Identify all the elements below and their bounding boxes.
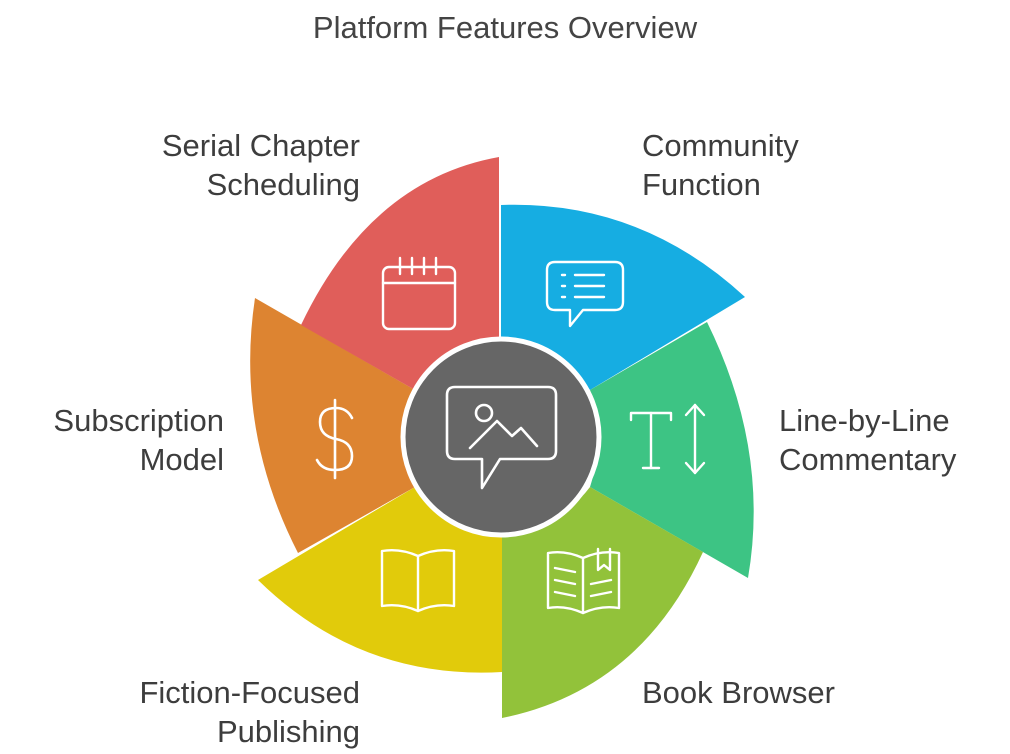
label-scheduling: Serial Chapter Scheduling bbox=[161, 128, 360, 202]
calendar-icon bbox=[381, 256, 457, 331]
dollar-icon bbox=[315, 398, 354, 480]
label-subscription: Subscription Model bbox=[53, 403, 224, 477]
label-publishing: Fiction-Focused Publishing bbox=[139, 675, 360, 749]
segment-publishing bbox=[258, 487, 502, 673]
open-book-icon bbox=[380, 548, 456, 613]
label-community: Community Function bbox=[642, 128, 799, 202]
label-commentary: Line-by-Line Commentary bbox=[779, 403, 957, 477]
bookmark-book-icon bbox=[546, 547, 621, 615]
center-hub bbox=[400, 336, 602, 538]
segment-subscription bbox=[250, 298, 415, 553]
text-resize-icon bbox=[629, 403, 706, 475]
diagram-title: Platform Features Overview bbox=[312, 10, 698, 45]
image-message-icon bbox=[445, 385, 558, 490]
label-browser: Book Browser bbox=[642, 675, 835, 710]
chat-list-icon bbox=[545, 260, 625, 328]
segment-commentary bbox=[590, 322, 754, 578]
segment-browser bbox=[502, 487, 703, 718]
